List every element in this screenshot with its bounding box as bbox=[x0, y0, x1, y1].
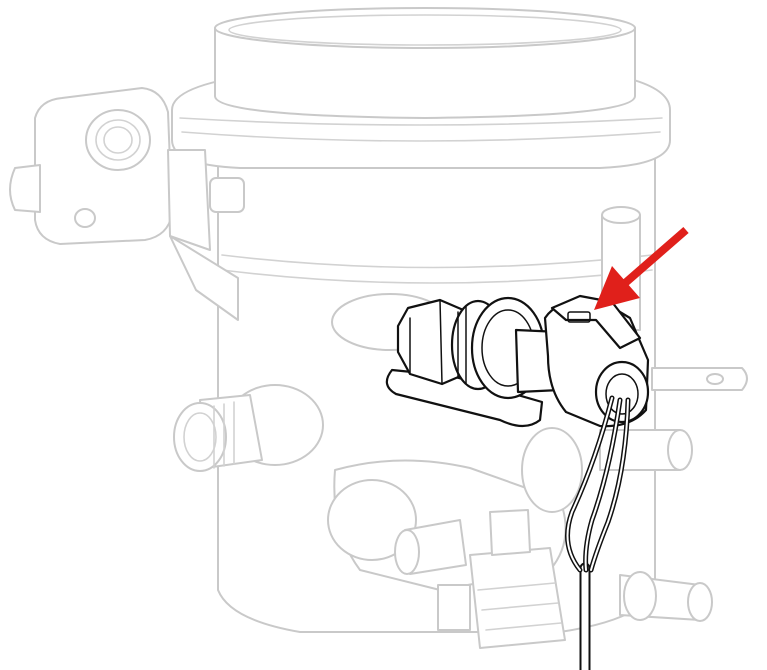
bracket-nipple bbox=[9, 164, 41, 213]
bracket-stub bbox=[209, 177, 245, 213]
arrow-head bbox=[594, 266, 640, 310]
lid-band-line-2 bbox=[181, 131, 661, 142]
bracket-arm bbox=[167, 149, 211, 251]
top-cap-inner-rim bbox=[228, 14, 622, 46]
sensor-connector-socket bbox=[605, 373, 639, 415]
top-cap bbox=[214, 27, 636, 119]
connector-latch bbox=[489, 509, 531, 556]
sensor-thread-rings bbox=[457, 305, 467, 385]
bracket-strut bbox=[169, 235, 239, 321]
lower-left-pipe-end bbox=[394, 529, 420, 575]
sensor-wiring-harness bbox=[565, 395, 631, 670]
left-fitting-thread bbox=[213, 401, 235, 469]
lid-band-line bbox=[179, 117, 663, 126]
bracket-bolt-hole bbox=[74, 208, 96, 228]
connector-ribs bbox=[477, 582, 562, 631]
sensor-latch-window bbox=[567, 311, 591, 323]
harness-wire-3-core bbox=[590, 399, 629, 571]
harness-wire-2-core bbox=[584, 399, 621, 571]
fuel-filter-housing bbox=[9, 7, 748, 649]
bracket-port-thread bbox=[95, 119, 141, 161]
bracket-port bbox=[85, 109, 151, 171]
hex-nut-edge bbox=[409, 299, 443, 385]
right-pipe-lower-collar bbox=[623, 571, 657, 621]
connector-plug bbox=[469, 547, 566, 649]
sensor-clip bbox=[385, 368, 544, 428]
harness-wire-1-core bbox=[566, 397, 613, 571]
lower-boss-right bbox=[521, 427, 583, 513]
right-tab-top bbox=[601, 206, 641, 224]
top-cap-rim bbox=[214, 7, 636, 49]
right-tab-hole bbox=[706, 373, 724, 385]
fuel-pressure-sensor bbox=[385, 294, 650, 428]
lower-boss-left bbox=[327, 479, 417, 561]
right-tab-arm bbox=[651, 367, 748, 391]
arrow-shaft bbox=[621, 226, 689, 288]
right-pipe-lower-end bbox=[687, 582, 713, 622]
sensor-latch bbox=[550, 294, 642, 350]
pointer-arrow bbox=[594, 226, 689, 310]
right-pipe-upper-end bbox=[667, 429, 693, 471]
drain-post bbox=[437, 584, 471, 631]
sensor-connector-face bbox=[594, 360, 650, 424]
body-rib-lower bbox=[221, 269, 653, 284]
body-rib-upper bbox=[221, 254, 653, 269]
left-fitting-nose-inner bbox=[183, 412, 217, 462]
bracket-port-thread-2 bbox=[103, 126, 133, 154]
left-fitting-nose bbox=[173, 402, 227, 472]
